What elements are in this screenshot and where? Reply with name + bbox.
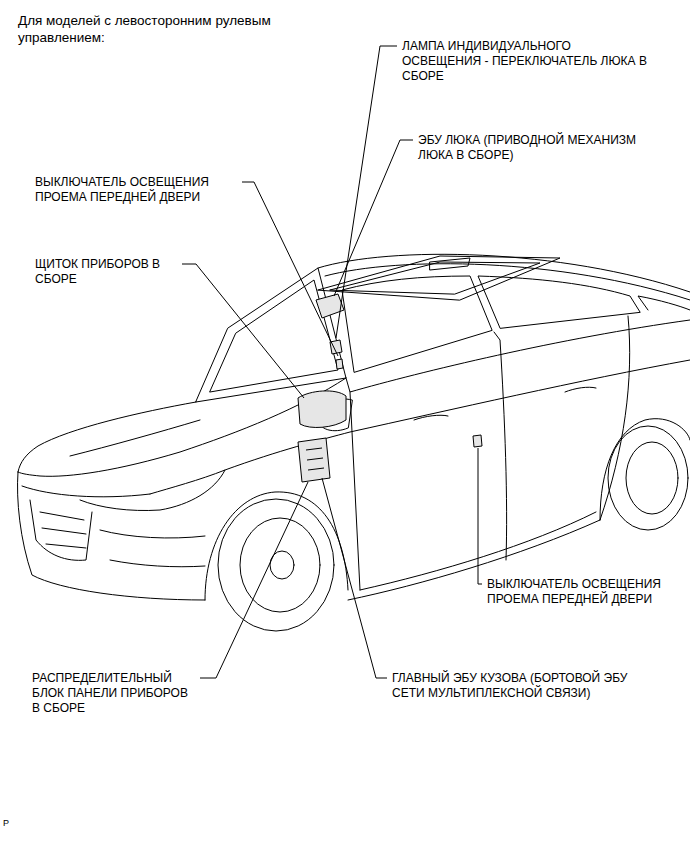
leader-line	[478, 448, 482, 584]
door-handle	[565, 387, 596, 392]
part-label: ГЛАВНЫЙ ЭБУ КУЗОВА (БОРТОВОЙ ЭБУ СЕТИ МУ…	[392, 671, 662, 701]
leader-line	[182, 264, 304, 398]
part-label: ВЫКЛЮЧАТЕЛЬ ОСВЕЩЕНИЯ ПРОЕМА ПЕРЕДНЕЙ ДВ…	[35, 175, 240, 205]
headlight	[80, 470, 225, 511]
sunroof-glass	[330, 262, 540, 294]
junction-block	[298, 438, 330, 482]
door-switch	[473, 435, 482, 447]
leader-line	[336, 46, 397, 338]
part-label: ЭБУ ЛЮКА (ПРИВОДНОЙ МЕХАНИЗМ ЛЮКА В СБОР…	[418, 133, 653, 163]
part-label: ЩИТОК ПРИБОРОВ В СБОРЕ	[35, 257, 180, 287]
leader-line	[242, 182, 338, 356]
leader-line	[334, 140, 413, 296]
headlight	[22, 486, 150, 497]
front-rim	[240, 518, 320, 612]
windshield	[210, 280, 338, 392]
hood-crease	[70, 420, 200, 456]
shoulder-line	[225, 360, 690, 470]
door-line	[600, 316, 630, 520]
part-label: ЛАМПА ИНДИВИДУАЛЬНОГО ОСВЕЩЕНИЯ - ПЕРЕКЛ…	[402, 39, 652, 84]
rear-door-window	[478, 276, 640, 328]
title: Для моделей с левосторонним рулевым упра…	[18, 12, 298, 46]
door-line	[494, 332, 507, 560]
sunroof	[318, 256, 560, 300]
front-face	[18, 472, 205, 600]
junction-block-detail	[306, 448, 324, 470]
door-line	[350, 392, 360, 590]
quarter-window	[638, 296, 690, 310]
roof-line	[318, 254, 690, 292]
door-switch	[336, 359, 343, 369]
front-door-window	[342, 276, 492, 372]
bumper	[100, 530, 205, 538]
instrument-cluster	[298, 391, 346, 428]
leader-line	[200, 482, 308, 678]
rear-rim	[626, 442, 678, 514]
grille	[30, 500, 92, 560]
door-handle	[414, 415, 448, 420]
bumper	[110, 560, 205, 567]
hood	[18, 402, 196, 472]
grille-bars	[40, 512, 86, 548]
belt-line	[346, 320, 690, 392]
hood	[18, 378, 346, 476]
part-label: РАСПРЕДЕЛИТЕЛЬНЫЙ БЛОК ПАНЕЛИ ПРИБОРОВ В…	[32, 671, 198, 716]
watermark: P	[3, 816, 23, 831]
front-wheel	[218, 499, 334, 631]
wheel-arch	[205, 492, 348, 600]
rear-wheel	[608, 426, 688, 530]
part-label: ВЫКЛЮЧАТЕЛЬ ОСВЕЩЕНИЯ ПРОЕМА ПЕРЕДНЕЙ ДВ…	[487, 577, 682, 607]
sunroof-shade	[430, 258, 470, 270]
leader-line	[322, 478, 387, 678]
